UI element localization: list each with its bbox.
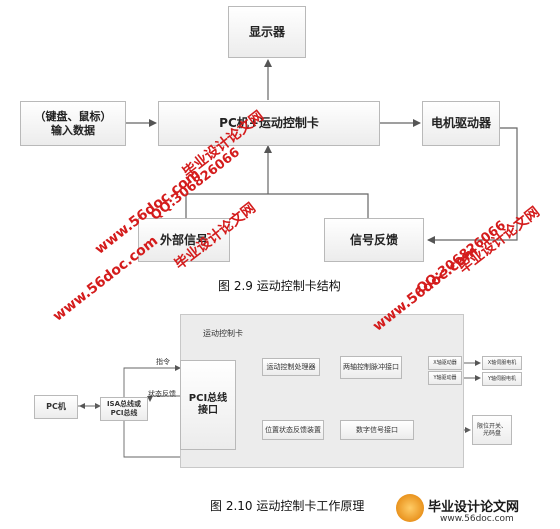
limit-line2: 光码盘	[482, 430, 501, 437]
pulse-interface-box: 两轴控制脉冲接口	[340, 356, 402, 379]
y-driver-box: Y轴驱动器	[428, 371, 462, 385]
input-data-line2: 输入数据	[51, 123, 95, 137]
x-motor-box: X轴伺服电机	[482, 356, 522, 370]
logo-url: www.56doc.com	[440, 514, 514, 524]
figure-caption-2: 图 2.10 运动控制卡工作原理	[210, 499, 365, 513]
card-title: 运动控制卡	[203, 329, 243, 338]
signal-feedback-box: 信号反馈	[324, 218, 424, 262]
external-signal-box: 外部信号	[138, 218, 230, 262]
pci-interface-box: PCI总线 接口	[180, 360, 236, 450]
line-external-up	[185, 193, 268, 218]
motor-driver-box: 电机驱动器	[422, 101, 500, 146]
status-feedback-label: 状态反馈	[148, 390, 176, 398]
arrow-status	[147, 395, 180, 402]
limit-line1: 限位开关、	[476, 422, 507, 430]
input-data-line1: （键盘、鼠标）	[34, 109, 112, 123]
y-motor-box: Y轴伺服电机	[482, 372, 522, 386]
processor-box: 运动控制处理器	[262, 358, 320, 376]
limit-switch-box: 限位开关、 光码盘	[472, 415, 512, 445]
pci-line2: 接口	[198, 405, 218, 416]
arrow-instruction	[123, 365, 181, 398]
instruction-label: 指令	[156, 358, 170, 366]
display-box: 显示器	[228, 6, 306, 58]
logo-title: 毕业设计论文网	[428, 500, 520, 515]
arrow-driver-feedback	[427, 127, 518, 244]
logo-icon	[396, 494, 424, 522]
input-data-box: （键盘、鼠标） 输入数据	[20, 101, 126, 146]
isa-pci-box: ISA总线或 PCI总线	[100, 397, 148, 421]
pci-line1: PCI总线	[188, 392, 228, 404]
figure-caption-1: 图 2.9 运动控制卡结构	[218, 279, 341, 293]
x-driver-box: X轴驱动器	[428, 356, 462, 370]
pc-box: PC机	[34, 395, 78, 419]
isa-line2: PCI总线	[110, 409, 138, 417]
position-feedback-box: 位置状态反馈装置	[262, 420, 324, 440]
line-feedback-up	[268, 193, 369, 218]
isa-line1: ISA总线或	[106, 400, 142, 409]
digital-interface-box: 数字信号接口	[340, 420, 414, 440]
pc-card-box: PC机+运动控制卡	[158, 101, 380, 146]
